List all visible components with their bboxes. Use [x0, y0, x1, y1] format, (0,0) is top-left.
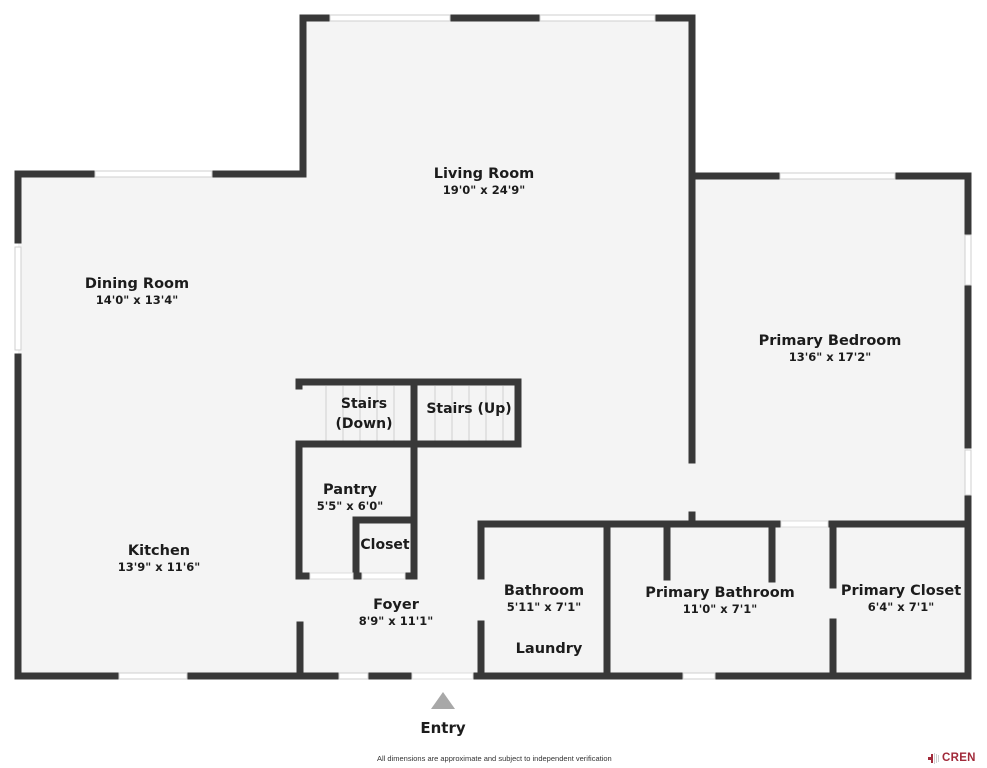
- door-openings: [309, 520, 829, 680]
- room-name: Primary Bedroom: [758, 333, 902, 349]
- stair-treads: [325, 386, 504, 441]
- room-name-line2: (Down): [335, 416, 393, 432]
- room-name: Living Room: [433, 166, 535, 182]
- room-dimensions: 11'0" x 7'1": [682, 602, 758, 616]
- windows: [14, 14, 972, 680]
- room-primary-closet: Primary Closet 6'4" x 7'1": [841, 583, 961, 614]
- room-kitchen: Kitchen 13'9" x 11'6": [118, 543, 200, 574]
- room-bathroom: Bathroom 5'11" x 7'1": [504, 583, 584, 614]
- room-name: Foyer: [373, 597, 419, 613]
- floor-area: [18, 18, 968, 676]
- room-name-line1: Stairs: [340, 396, 388, 412]
- room-dimensions: 6'4" x 7'1": [867, 600, 935, 614]
- room-foyer: Foyer 8'9" x 11'1": [359, 597, 433, 628]
- room-name: Dining Room: [84, 276, 190, 292]
- room-stairs-down: Stairs (Down): [336, 394, 393, 434]
- entry-label: Entry: [420, 719, 466, 737]
- room-name: Closet: [360, 537, 410, 553]
- room-sub-label: Laundry: [515, 641, 583, 657]
- room-dimensions: 13'9" x 11'6": [117, 560, 201, 574]
- disclaimer-text: All dimensions are approximate and subje…: [377, 754, 612, 763]
- room-closet: Closet: [360, 537, 409, 554]
- room-living-room: Living Room 19'0" x 24'9": [434, 166, 535, 197]
- room-name: Pantry: [323, 482, 377, 498]
- room-laundry-label: Laundry: [516, 641, 583, 658]
- room-dining-room: Dining Room 14'0" x 13'4": [85, 276, 189, 307]
- logo-mark-icon: [928, 752, 939, 764]
- room-dimensions: 8'9" x 11'1": [358, 614, 434, 628]
- room-dimensions: 19'0" x 24'9": [442, 183, 526, 197]
- cren-logo: CREN: [928, 752, 976, 764]
- room-name: Stairs (Up): [426, 401, 512, 417]
- room-primary-bedroom: Primary Bedroom 13'6" x 17'2": [759, 333, 902, 364]
- room-name: Primary Bathroom: [645, 585, 795, 601]
- room-dimensions: 5'11" x 7'1": [506, 600, 582, 614]
- room-name: Bathroom: [503, 583, 585, 599]
- room-stairs-up: Stairs (Up): [426, 401, 511, 418]
- room-name: Primary Closet: [840, 583, 962, 599]
- logo-text: CREN: [942, 752, 976, 764]
- room-dimensions: 14'0" x 13'4": [95, 293, 179, 307]
- room-name: Kitchen: [127, 543, 191, 559]
- room-dimensions: 13'6" x 17'2": [788, 350, 872, 364]
- room-dimensions: 5'5" x 6'0": [316, 499, 384, 513]
- entry-arrow-icon: [431, 692, 455, 709]
- walls: [14, 14, 972, 680]
- room-primary-bathroom: Primary Bathroom 11'0" x 7'1": [645, 585, 795, 616]
- room-pantry: Pantry 5'5" x 6'0": [317, 482, 383, 513]
